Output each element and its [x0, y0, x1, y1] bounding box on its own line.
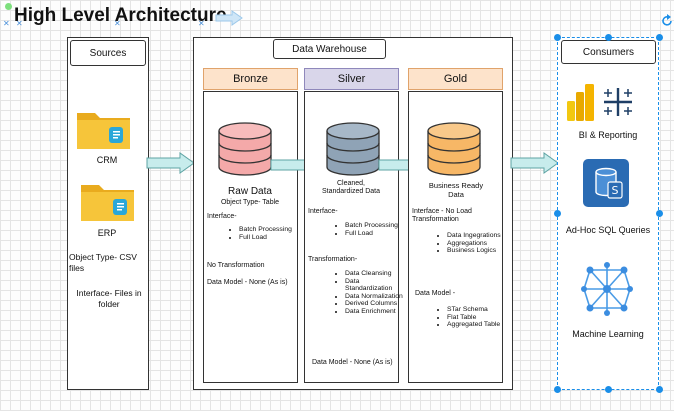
gold-header: Gold: [408, 68, 503, 90]
silver-transformation-list: Data Cleansing Data Standardization Data…: [334, 270, 407, 316]
erp-folder-icon: [81, 185, 134, 221]
connect-arrow-icon[interactable]: [214, 10, 244, 26]
list-item: Business Logics: [447, 247, 509, 255]
gold-interface-title: Interface - No Load Transformation: [412, 208, 472, 223]
crm-label: CRM: [96, 155, 118, 165]
page-title: High Level Architecture: [14, 5, 227, 26]
gold-database-icon: [427, 122, 481, 176]
resize-handle[interactable]: [656, 34, 663, 41]
resize-handle[interactable]: [605, 34, 612, 41]
bronze-interface-list: Batch Processing Full Load: [228, 226, 305, 241]
silver-data-model: Data Model - None (As is): [312, 359, 393, 366]
bronze-db-label: Raw Data: [228, 186, 272, 197]
silver-panel[interactable]: [304, 91, 399, 383]
bronze-interface-title: Interface-: [207, 213, 237, 220]
bronze-object-type: Object Type- Table: [220, 199, 280, 206]
flow-arrow-warehouse-consumers: [510, 152, 559, 174]
sources-interface: Interface- Files in folder: [76, 288, 142, 309]
data-warehouse-header: Data Warehouse: [273, 39, 386, 59]
svg-text:S: S: [612, 184, 619, 197]
resize-handle[interactable]: [554, 210, 561, 217]
consumers-header: Consumers: [561, 40, 656, 64]
resize-handle[interactable]: [605, 386, 612, 393]
adhoc-sql-label: Ad-Hoc SQL Queries: [565, 225, 651, 235]
silver-interface-list: Batch Processing Full Load: [334, 222, 405, 237]
bi-reporting-label: BI & Reporting: [578, 130, 638, 140]
gold-db-label: Business Ready Data: [428, 181, 484, 199]
list-item: Flat Table: [447, 314, 509, 322]
resize-handle[interactable]: [554, 34, 561, 41]
erp-label: ERP: [97, 228, 117, 238]
resize-handle[interactable]: [656, 210, 663, 217]
list-item: Data Standardization: [345, 278, 407, 293]
anchor-icon: ✕: [16, 19, 23, 28]
list-item: Data Enrichment: [345, 308, 407, 316]
gold-data-model-list: STar Schema Flat Table Aggregated Table: [436, 306, 509, 329]
resize-handle[interactable]: [554, 386, 561, 393]
machine-learning-icon: [581, 262, 633, 316]
list-item: Derived Columns: [345, 300, 407, 308]
flow-arrow-sources-bronze: [146, 152, 195, 174]
list-item: Data Normalization: [345, 293, 407, 301]
silver-database-icon: [326, 122, 380, 176]
list-item: Aggregated Table: [447, 321, 509, 329]
crm-folder-icon: [77, 113, 130, 149]
list-item: Full Load: [345, 230, 405, 238]
selection-handle[interactable]: [5, 3, 12, 10]
anchor-icon: ✕: [198, 19, 205, 28]
bronze-database-icon: [218, 122, 272, 176]
resize-handle[interactable]: [656, 386, 663, 393]
list-item: Full Load: [239, 234, 305, 242]
list-item: STar Schema: [447, 306, 509, 314]
list-item: Data Ingegrations: [447, 232, 509, 240]
silver-header: Silver: [304, 68, 399, 90]
power-bi-icon: [567, 84, 594, 121]
bronze-header: Bronze: [203, 68, 298, 90]
silver-interface-title: Interface-: [308, 208, 338, 215]
sql-database-icon: S: [583, 159, 629, 207]
machine-learning-label: Machine Learning: [572, 329, 644, 339]
list-item: Batch Processing: [345, 222, 405, 230]
bronze-data-model: Data Model - None (As is): [207, 279, 288, 286]
sources-object-type: Object Type- CSV files: [69, 252, 137, 273]
silver-transformation-title: Transformation-: [308, 256, 358, 263]
list-item: Aggregations: [447, 240, 509, 248]
anchor-icon: ✕: [114, 19, 121, 28]
bronze-transformation: No Transformation: [207, 262, 265, 269]
gold-interface-list: Data Ingegrations Aggregations Business …: [436, 232, 509, 255]
tableau-icon: [604, 88, 632, 116]
list-item: Data Cleansing: [345, 270, 407, 278]
sources-header: Sources: [70, 40, 146, 66]
rotate-icon[interactable]: [662, 14, 674, 28]
anchor-icon: ✕: [3, 19, 10, 28]
silver-db-label: Cleaned, Standardized Data: [322, 180, 380, 195]
list-item: Batch Processing: [239, 226, 305, 234]
gold-data-model-title: Data Model -: [415, 290, 456, 297]
